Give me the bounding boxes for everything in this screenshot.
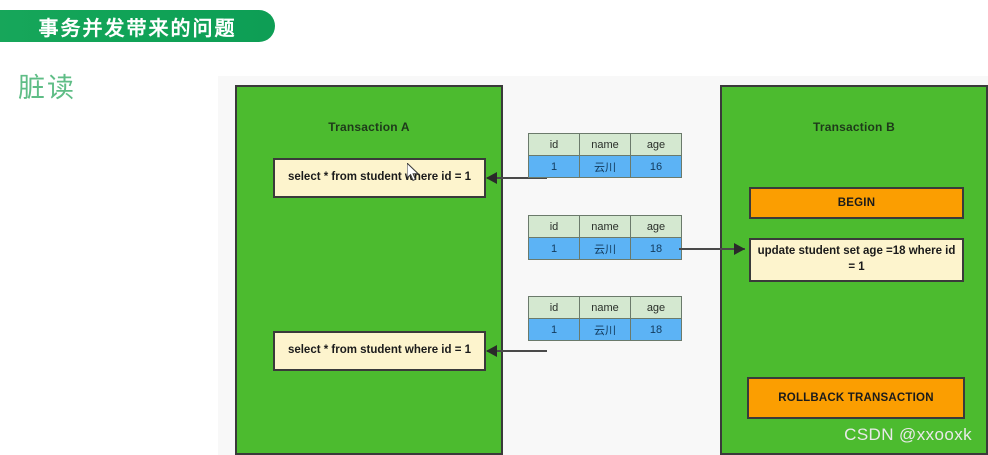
cell-name: 云川 — [579, 155, 631, 178]
table-header-row: id name age — [528, 133, 682, 156]
cell-age: 18 — [630, 318, 682, 341]
mouse-cursor-icon — [407, 163, 420, 182]
arrow-table1-to-select1 — [487, 177, 547, 179]
arrow-head-left-1 — [486, 172, 497, 184]
cell-age: 16 — [630, 155, 682, 178]
header-name: name — [579, 133, 631, 156]
page-banner: 事务并发带来的问题 — [0, 10, 275, 42]
arrow-head-right-2 — [734, 243, 745, 255]
transaction-b-begin: BEGIN — [749, 187, 964, 219]
table-row: 1 云川 18 — [528, 318, 682, 341]
data-table-snapshot-2: id name age 1 云川 18 — [528, 215, 682, 260]
header-name: name — [579, 215, 631, 238]
dirty-read-diagram: Transaction A select * from student wher… — [218, 76, 988, 455]
arrow-table2-to-update — [679, 248, 745, 250]
data-table-snapshot-3: id name age 1 云川 18 — [528, 296, 682, 341]
transaction-b-title: Transaction B — [813, 120, 895, 134]
cell-id: 1 — [528, 318, 580, 341]
header-id: id — [528, 133, 580, 156]
cell-name: 云川 — [579, 237, 631, 260]
data-table-snapshot-1: id name age 1 云川 16 — [528, 133, 682, 178]
header-name: name — [579, 296, 631, 319]
table-header-row: id name age — [528, 215, 682, 238]
cell-id: 1 — [528, 155, 580, 178]
banner-title: 事务并发带来的问题 — [38, 17, 237, 40]
arrow-table3-to-select2 — [487, 350, 547, 352]
header-id: id — [528, 215, 580, 238]
transaction-b-panel: Transaction B BEGIN update student set a… — [720, 85, 988, 455]
header-age: age — [630, 296, 682, 319]
transaction-a-title: Transaction A — [328, 120, 410, 134]
table-header-row: id name age — [528, 296, 682, 319]
cell-id: 1 — [528, 237, 580, 260]
transaction-b-update: update student set age =18 where id = 1 — [749, 238, 964, 282]
arrow-head-left-3 — [486, 345, 497, 357]
header-id: id — [528, 296, 580, 319]
section-title: 脏读 — [18, 73, 76, 103]
transaction-a-panel: Transaction A select * from student wher… — [235, 85, 547, 455]
table-row: 1 云川 16 — [528, 155, 682, 178]
cell-age: 18 — [630, 237, 682, 260]
transaction-b-rollback: ROLLBACK TRANSACTION — [747, 377, 965, 419]
header-age: age — [630, 215, 682, 238]
cell-name: 云川 — [579, 318, 631, 341]
watermark: CSDN @xxooxk — [844, 425, 972, 444]
table-row: 1 云川 18 — [528, 237, 682, 260]
transaction-a-select-2: select * from student where id = 1 — [273, 331, 486, 371]
header-age: age — [630, 133, 682, 156]
transaction-a-select-1: select * from student where id = 1 — [273, 158, 486, 198]
